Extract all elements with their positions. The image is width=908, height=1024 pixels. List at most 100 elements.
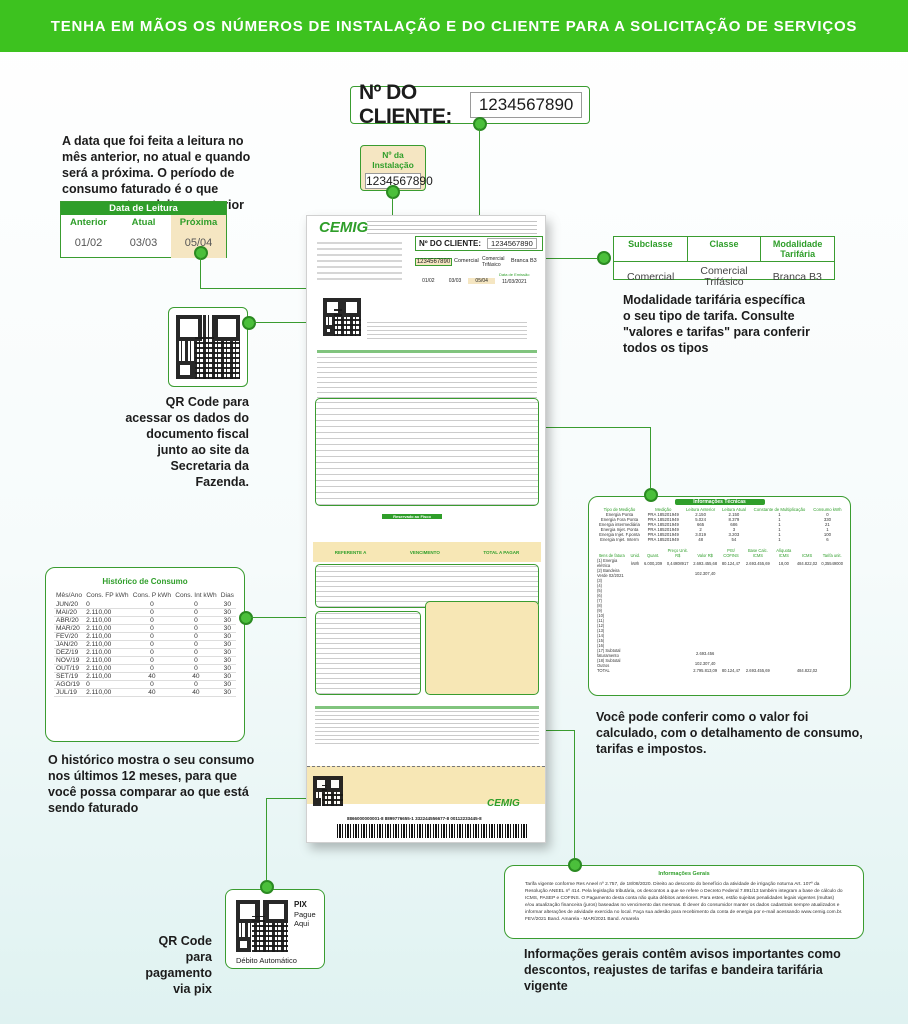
qr-fazenda-icon (176, 315, 240, 379)
fatura-cell: 2.693.456 (696, 650, 715, 656)
tecnicas-cell: PRA 185201949 (647, 522, 679, 527)
pix-qr-icon (236, 900, 288, 952)
tecnicas-cell: 0 (826, 512, 829, 517)
bill-leitura-row: 01/02 03/03 05/04 (415, 278, 496, 284)
bill-logo-stub: CEMIG (487, 798, 520, 809)
tecnicas-cell: Energia Injet. Ponta (600, 527, 639, 532)
fatura-cell (664, 668, 691, 673)
historico-cell: SET/19 (56, 673, 78, 680)
pix-label: PIX (294, 900, 307, 909)
tecnicas-cell: PRA 185201949 (647, 512, 679, 517)
fatura-cell: (13) (597, 628, 605, 633)
pix-sub: Pague Aqui (294, 910, 316, 928)
leitura-values: 01/02 03/03 05/04 (61, 228, 226, 258)
gerais-text: Tarifa vigente conforme Res Aneel nº 2.7… (525, 882, 843, 922)
tecnicas-cell: Energia intermediária (599, 522, 640, 527)
historico-header: Mês/Ano (56, 592, 83, 599)
leitura-headers: Anterior Atual Próxima (61, 215, 226, 228)
fatura-cell (773, 658, 795, 668)
historico-cell: JUL/19 (56, 689, 77, 696)
fatura-cell: (10) (597, 613, 605, 618)
bill-emissao: 11/03/2021 (502, 279, 527, 285)
fatura-cell: (9) (597, 608, 603, 613)
fatura-cell (664, 648, 691, 658)
historico-cell: AGO/19 (56, 681, 80, 688)
historico-cell: 40 (148, 689, 156, 696)
connector-dot (473, 117, 487, 131)
fatura-cell (642, 668, 664, 673)
historico-cell: 30 (223, 601, 232, 608)
connector-dot (597, 251, 611, 265)
tecnicas-cell: 8.379 (728, 517, 740, 522)
client-number-value: 1234567890 (469, 92, 583, 118)
leitura-title: Data de Leitura (61, 202, 226, 215)
classe-value: Branca B3 (772, 270, 822, 283)
bill-referente: REFERENTE A (334, 549, 367, 555)
historico-cell: 2.110,00 (86, 641, 112, 648)
bill-fatura-mini (315, 398, 539, 506)
historico-cell: 40 (148, 673, 156, 680)
tecnicas-header: Constante de Multiplicação (753, 507, 806, 512)
client-number-callout: Nº DO CLIENTE: 1234567890 (350, 81, 590, 128)
fatura-cell (819, 648, 845, 658)
historico-cell: 2.110,00 (86, 689, 112, 696)
fatura-row: (8) (595, 603, 845, 608)
connector-line (520, 427, 651, 428)
fatura-cell (664, 568, 691, 578)
fatura-row: (5) (595, 588, 845, 593)
tecnicas-cell: 2.150 (728, 512, 740, 517)
historico-cell: 0 (194, 641, 198, 648)
fatura-cell (795, 568, 820, 578)
fatura-cell: (12) (597, 623, 605, 628)
tecnicas-cell: Energia Ponta (605, 512, 634, 517)
classe-header: Subclasse (614, 237, 688, 261)
historico-cell: 2.110,00 (86, 665, 112, 672)
historico-cell: 0 (194, 657, 198, 664)
historico-header: Cons. FP kWh (86, 592, 129, 599)
fatura-cell (719, 658, 743, 668)
historico-cell: NOV/19 (56, 657, 80, 664)
fatura-cell (819, 658, 845, 668)
fatura-row: (13) (595, 628, 845, 633)
tecnicas-cell: 1 (778, 522, 781, 527)
historico-cell: 0 (194, 601, 198, 608)
fatura-cell (743, 648, 773, 658)
fatura-cell (628, 568, 642, 578)
fatura-cell: (6) (597, 593, 603, 598)
client-number-label: Nº DO CLIENTE: (359, 81, 452, 128)
historico-cell: 30 (223, 657, 232, 664)
fatura-row: (9) (595, 608, 845, 613)
historico-cell: 0 (150, 649, 154, 656)
bill-client-label: Nº DO CLIENTE: (419, 239, 482, 248)
connector-line (266, 798, 310, 799)
historico-cell: 30 (223, 633, 232, 640)
fatura-cell: 0,44908917 (666, 560, 689, 566)
historico-cell: 2.110,00 (86, 633, 112, 640)
historico-cell: MAR/20 (56, 625, 80, 632)
historico-cell: 30 (223, 665, 232, 672)
historico-cell: 2.110,00 (86, 617, 112, 624)
fatura-cell (819, 668, 845, 673)
historico-cell: JUN/20 (56, 601, 78, 608)
bill-leitura-val: 01/02 (422, 278, 435, 284)
classe-value: Comercial Trifásico (700, 264, 748, 288)
fatura-cell: (18) Subtotal Outros (597, 658, 621, 668)
note-qr-fazenda: QR Code para acessar os dados do documen… (125, 395, 249, 489)
tecnicas-header: Leitura Atual (721, 507, 746, 512)
fatura-cell (773, 568, 795, 578)
connector-line (574, 730, 575, 858)
fatura-header: Unid. (630, 553, 640, 558)
fatura-cell: 102.307,40 (694, 570, 716, 576)
installation-callout: Nº da Instalação 1234567890 (360, 145, 433, 191)
bill-leitura-val: 03/03 (448, 278, 462, 284)
classe-header: Classe (688, 237, 762, 261)
